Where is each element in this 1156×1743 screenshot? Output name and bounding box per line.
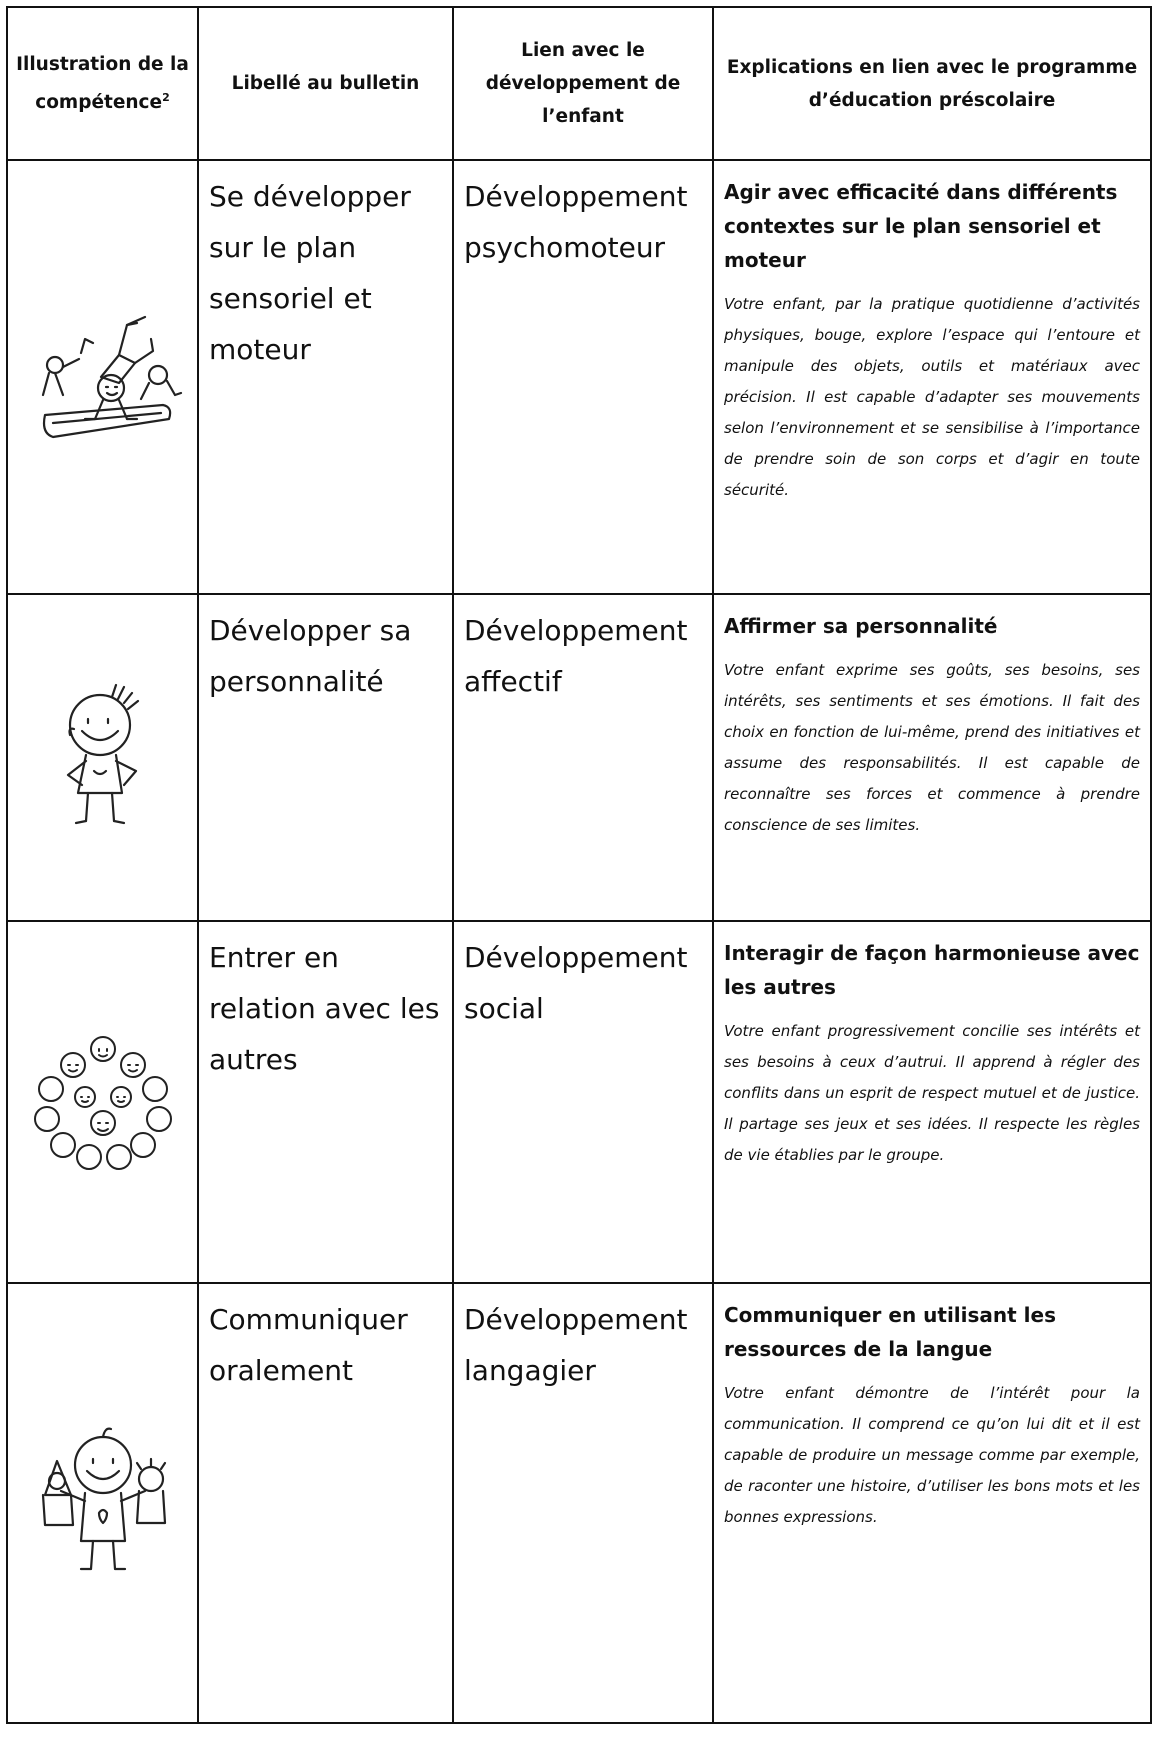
explication-text: Votre enfant démontre de l’intérêt pour … <box>724 1384 1140 1526</box>
header-developpement: Lien avec le développement de l’enfant <box>452 6 714 161</box>
developpement-cell: Développement affectif <box>452 593 714 922</box>
illustration-cell <box>6 1282 199 1724</box>
table-row: Communiquer oralement Développement lang… <box>6 1282 1152 1724</box>
explication-text: Votre enfant progressivement concilie se… <box>724 1022 1140 1164</box>
header-illustration: Illustration de la compétence2 <box>6 6 199 161</box>
header-libelle: Libellé au bulletin <box>197 6 454 161</box>
developpement-cell: Développement langagier <box>452 1282 714 1724</box>
child-doing-handstand-on-mat-icon <box>41 315 182 438</box>
illustration-cell <box>6 920 199 1284</box>
table-row: Développer sa personnalité Développement… <box>6 593 1152 922</box>
header-explications: Explications en lien avec le programme d… <box>712 6 1152 161</box>
explication-cell: Agir avec efficacité dans différents con… <box>712 159 1152 595</box>
competence-table: Illustration de la compétence2 Libellé a… <box>6 6 1152 1724</box>
explication-cell: Affirmer sa personnalité Votre enfant ex… <box>712 593 1152 922</box>
explication-text: Votre enfant exprime ses goûts, ses beso… <box>724 661 1140 834</box>
header-row: Illustration de la compétence2 Libellé a… <box>6 6 1152 161</box>
smiling-child-hands-on-hips-icon <box>66 683 139 825</box>
illustration-cell <box>6 593 199 922</box>
group-of-children-circle-icon <box>33 1036 172 1170</box>
developpement-cell: Développement social <box>452 920 714 1284</box>
explication-cell: Interagir de façon harmonieuse avec les … <box>712 920 1152 1284</box>
libelle-cell: Entrer en relation avec les autres <box>197 920 454 1284</box>
libelle-cell: Communiquer oralement <box>197 1282 454 1724</box>
libelle-cell: Se développer sur le plan sensoriel et m… <box>197 159 454 595</box>
explication-cell: Communiquer en utilisant les ressources … <box>712 1282 1152 1724</box>
explication-title: Affirmer sa personnalité <box>724 614 998 638</box>
libelle-cell: Développer sa personnalité <box>197 593 454 922</box>
table-row: Se développer sur le plan sensoriel et m… <box>6 159 1152 595</box>
explication-text: Votre enfant, par la pratique quotidienn… <box>724 295 1140 499</box>
child-with-hand-puppets-icon <box>41 1427 166 1570</box>
explication-title: Interagir de façon harmonieuse avec les … <box>724 941 1140 999</box>
table-row: Entrer en relation avec les autres Dével… <box>6 920 1152 1284</box>
illustration-cell <box>6 159 199 595</box>
explication-title: Communiquer en utilisant les ressources … <box>724 1303 1056 1361</box>
explication-title: Agir avec efficacité dans différents con… <box>724 180 1118 272</box>
developpement-cell: Développement psychomoteur <box>452 159 714 595</box>
